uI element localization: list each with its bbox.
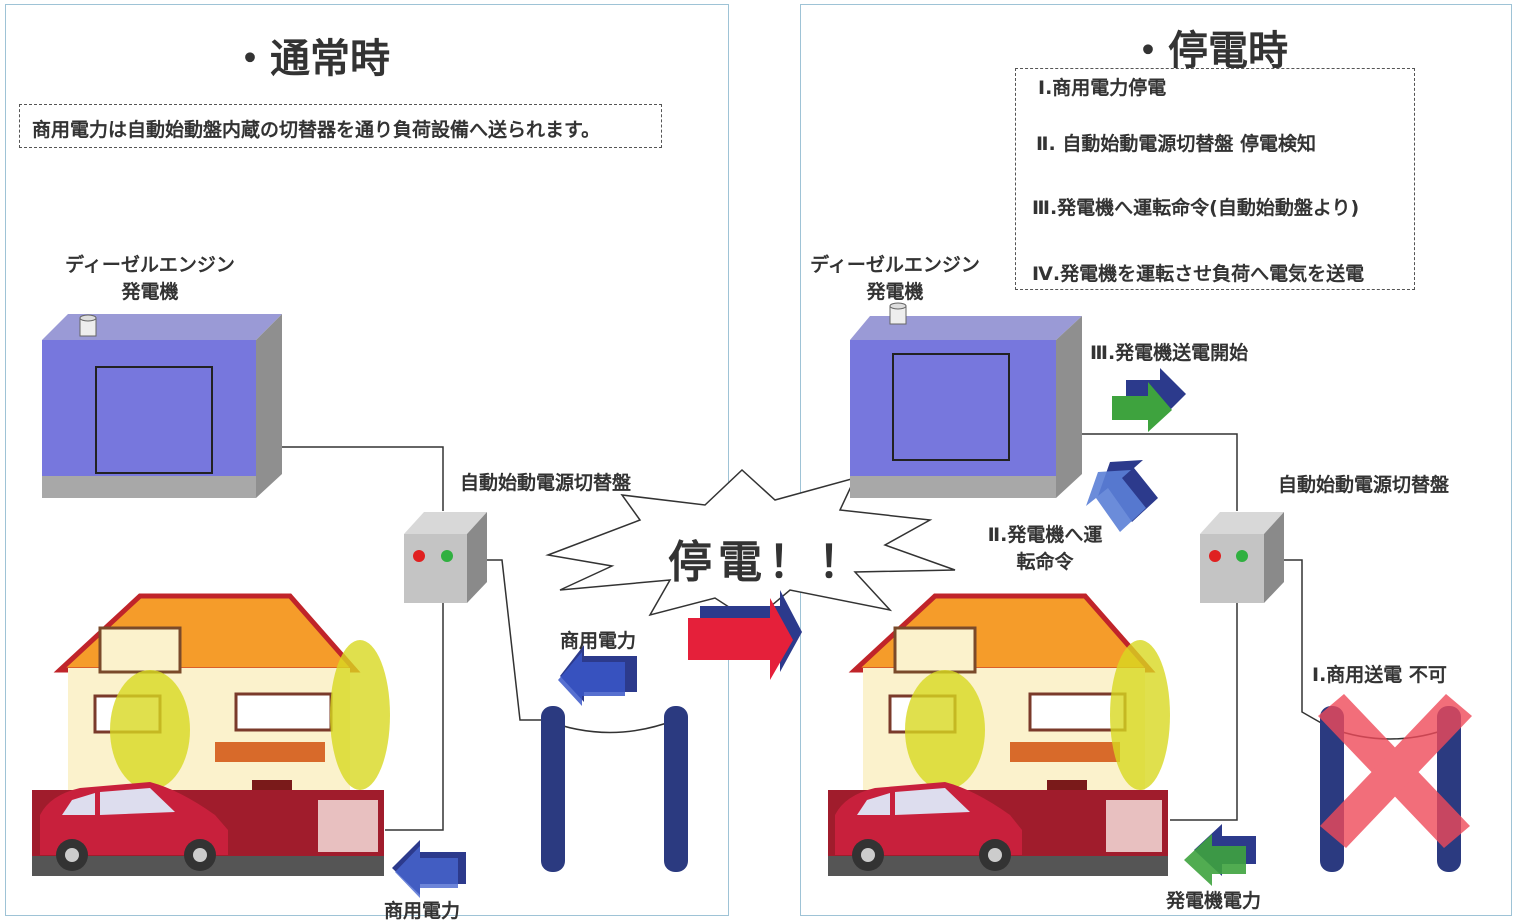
run-command-label: Ⅱ.発電機へ運 転命令: [978, 520, 1112, 574]
generator-outage: [850, 302, 1082, 498]
outage-title: ・停電時: [1128, 28, 1288, 74]
switchboard-outage: [1200, 512, 1284, 603]
step-1: Ⅰ.商用電力停電: [1038, 77, 1167, 99]
utility-poles-normal: [541, 706, 688, 872]
generator-label-outage-line1: ディーゼルエンジン: [810, 254, 980, 276]
generator-label-normal: ディーゼルエンジン 発電機: [60, 250, 240, 304]
switchboard-label-normal: 自動始動電源切替盤: [460, 472, 632, 494]
transition-arrow: [688, 590, 802, 680]
generator-start-arrow: [1112, 368, 1186, 432]
no-commercial-label: Ⅰ.商用送電 不可: [1312, 664, 1447, 686]
generator-power-label: 発電機電力: [1166, 890, 1262, 912]
car-normal: [40, 782, 228, 871]
car-outage: [835, 782, 1022, 871]
outage-steps-box: Ⅰ.商用電力停電 Ⅱ. 自動始動電源切替盤 停電検知 Ⅲ.発電機へ運転命令(自動…: [1015, 68, 1415, 290]
step-4: Ⅳ.発電機を運転させ負荷へ電気を送電: [1032, 263, 1365, 285]
run-command-arrow: [1086, 460, 1158, 532]
generator-label-normal-line1: ディーゼルエンジン: [65, 254, 235, 276]
panel-outage: [800, 4, 1512, 916]
generator-label-outage: ディーゼルエンジン 発電機: [805, 250, 985, 304]
generator-normal: [42, 314, 282, 498]
normal-description: 商用電力は自動始動盤内蔵の切替器を通り負荷設備へ送られます。: [32, 119, 601, 141]
normal-description-box: 商用電力は自動始動盤内蔵の切替器を通り負荷設備へ送られます。: [19, 104, 662, 148]
commercial-power-label-upper: 商用電力: [560, 630, 637, 652]
run-command-label-line2: 転命令: [1016, 551, 1074, 573]
generator-label-outage-line2: 発電機: [866, 281, 924, 303]
switchboard-label-outage: 自動始動電源切替盤: [1278, 474, 1450, 496]
generator-power-arrow: [1184, 824, 1256, 886]
commercial-power-arrow-lower: [392, 840, 466, 898]
burst-text: 停電！！: [668, 537, 868, 588]
power-outage-burst: [545, 468, 956, 623]
commercial-power-label-lower: 商用電力: [384, 900, 461, 922]
switchboard-normal: [404, 512, 487, 603]
no-power-cross: [1318, 694, 1472, 848]
step-2: Ⅱ. 自動始動電源切替盤 停電検知: [1036, 133, 1316, 155]
step-3: Ⅲ.発電機へ運転命令(自動始動盤より): [1032, 197, 1360, 219]
generator-label-normal-line2: 発電機: [121, 281, 179, 303]
generator-start-label: Ⅲ.発電機送電開始: [1090, 342, 1249, 364]
run-command-label-line1: Ⅱ.発電機へ運: [987, 524, 1103, 546]
panel-normal: [5, 4, 729, 916]
normal-title: ・通常時: [230, 36, 390, 82]
commercial-power-arrow-upper: [558, 645, 637, 706]
